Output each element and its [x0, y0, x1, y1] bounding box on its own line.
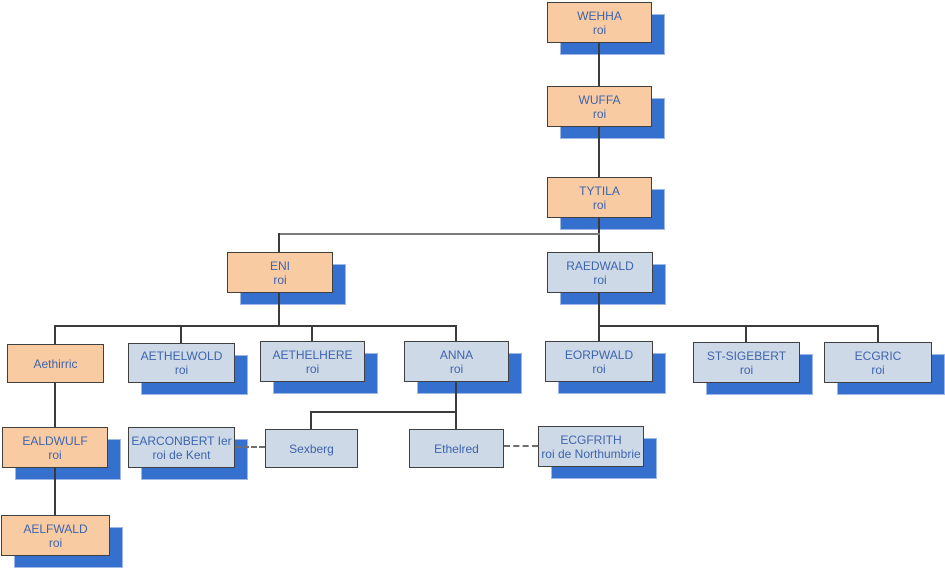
node-aelfwald-name: AELFWALD [23, 521, 88, 536]
edge-anna-children-rail [310, 411, 456, 413]
node-aethelhere: AETHELHERE roi [260, 341, 378, 394]
node-ecgric: ECGRIC roi [824, 342, 945, 395]
edge-stub-aethelhere [311, 325, 313, 341]
edge-marriage-ethelred-ecgfrith [504, 445, 538, 447]
node-aethirric: Aethirric [7, 344, 104, 383]
node-raedwald: RAEDWALD roi [547, 252, 666, 305]
edge-eni-children-rail [55, 325, 457, 327]
edge-stub-anna [455, 325, 457, 341]
node-aethelwold: AETHELWOLD roi [128, 343, 248, 395]
node-aethelhere-subtitle: roi [305, 361, 320, 376]
node-ecgfrith: ECGFRITH roi de Northumbrie [538, 426, 657, 479]
edge-stub-aethelwold [180, 325, 182, 343]
node-ethelred-name: Ethelred [434, 441, 479, 456]
node-tytila: TYTILA roi [547, 177, 665, 230]
node-sexberg-name: Sexberg [289, 441, 334, 456]
node-eni: ENI roi [227, 252, 346, 305]
node-wuffa: WUFFA roi [547, 86, 665, 139]
edge-tytila-raedwald [598, 218, 600, 252]
node-aelfwald: AELFWALD roi [1, 515, 123, 568]
node-st-sigebert-subtitle: roi [739, 362, 754, 377]
node-ecgric-name: ECGRIC [854, 348, 902, 363]
node-sexberg: Sexberg [265, 429, 358, 468]
node-aethelwold-subtitle: roi [174, 363, 189, 377]
edge-ealdwulf-aelfwald [54, 468, 56, 515]
edge-aethirric-ealdwulf [54, 383, 56, 427]
node-raedwald-name: RAEDWALD [566, 258, 634, 273]
node-anna: ANNA roi [404, 341, 522, 394]
edge-wehha-wuffa [598, 43, 600, 86]
node-eorpwald-subtitle: roi [592, 361, 606, 376]
node-ecgfrith-name: ECGFRITH [560, 432, 622, 447]
node-anna-name: ANNA [439, 347, 474, 362]
node-tytila-subtitle: roi [592, 197, 607, 212]
node-aethelwold-name: AETHELWOLD [140, 349, 223, 363]
node-ealdwulf-subtitle: roi [48, 447, 62, 462]
node-ecgric-subtitle: roi [871, 362, 885, 377]
node-anna-subtitle: roi [449, 361, 464, 376]
node-wehha: WEHHA roi [547, 2, 665, 55]
node-wuffa-name: WUFFA [578, 92, 621, 107]
node-aethirric-name: Aethirric [33, 356, 78, 371]
edge-raedwald-down [598, 293, 600, 325]
edge-stub-st-sigebert [745, 325, 747, 342]
node-ealdwulf-name: EALDWULF [22, 433, 88, 448]
node-st-sigebert-name: ST-SIGEBERT [706, 348, 787, 363]
node-eni-subtitle: roi [273, 272, 287, 287]
node-aelfwald-subtitle: roi [48, 535, 63, 550]
node-earconbert: EARCONBERT Ier roi de Kent [128, 427, 248, 480]
node-aethelhere-name: AETHELHERE [272, 347, 353, 362]
node-earconbert-name: EARCONBERT Ier [131, 433, 232, 448]
edge-marriage-earconbert-sexberg [235, 446, 265, 448]
node-eni-name: ENI [269, 258, 290, 273]
edge-eni-down [278, 293, 280, 325]
node-wuffa-subtitle: roi [592, 106, 607, 121]
node-eorpwald-name: EORPWALD [564, 347, 634, 362]
edge-stub-ethelred [455, 411, 457, 429]
edge-wuffa-tytila [598, 127, 600, 177]
edge-stub-sexberg [310, 411, 312, 429]
node-ethelred: Ethelred [409, 429, 504, 468]
node-tytila-name: TYTILA [579, 183, 620, 198]
node-st-sigebert: ST-SIGEBERT roi [693, 342, 813, 395]
edge-stub-aethirric [54, 325, 56, 344]
node-raedwald-subtitle: roi [593, 272, 607, 287]
edge-stub-eorpwald [598, 325, 600, 341]
edge-raedwald-children-rail [599, 325, 878, 327]
edge-stub-ecgric [877, 325, 879, 342]
edge-stub-eni [278, 233, 280, 252]
node-ecgfrith-subtitle: roi de Northumbrie [541, 446, 641, 461]
edge-branch-eni-raedwald [279, 233, 600, 235]
node-ealdwulf: EALDWULF roi [2, 427, 121, 480]
node-wehha-name: WEHHA [577, 8, 622, 23]
node-wehha-subtitle: roi [592, 22, 607, 37]
edge-anna-down [455, 382, 457, 411]
node-earconbert-subtitle: roi de Kent [152, 447, 211, 462]
node-eorpwald: EORPWALD roi [545, 341, 666, 394]
